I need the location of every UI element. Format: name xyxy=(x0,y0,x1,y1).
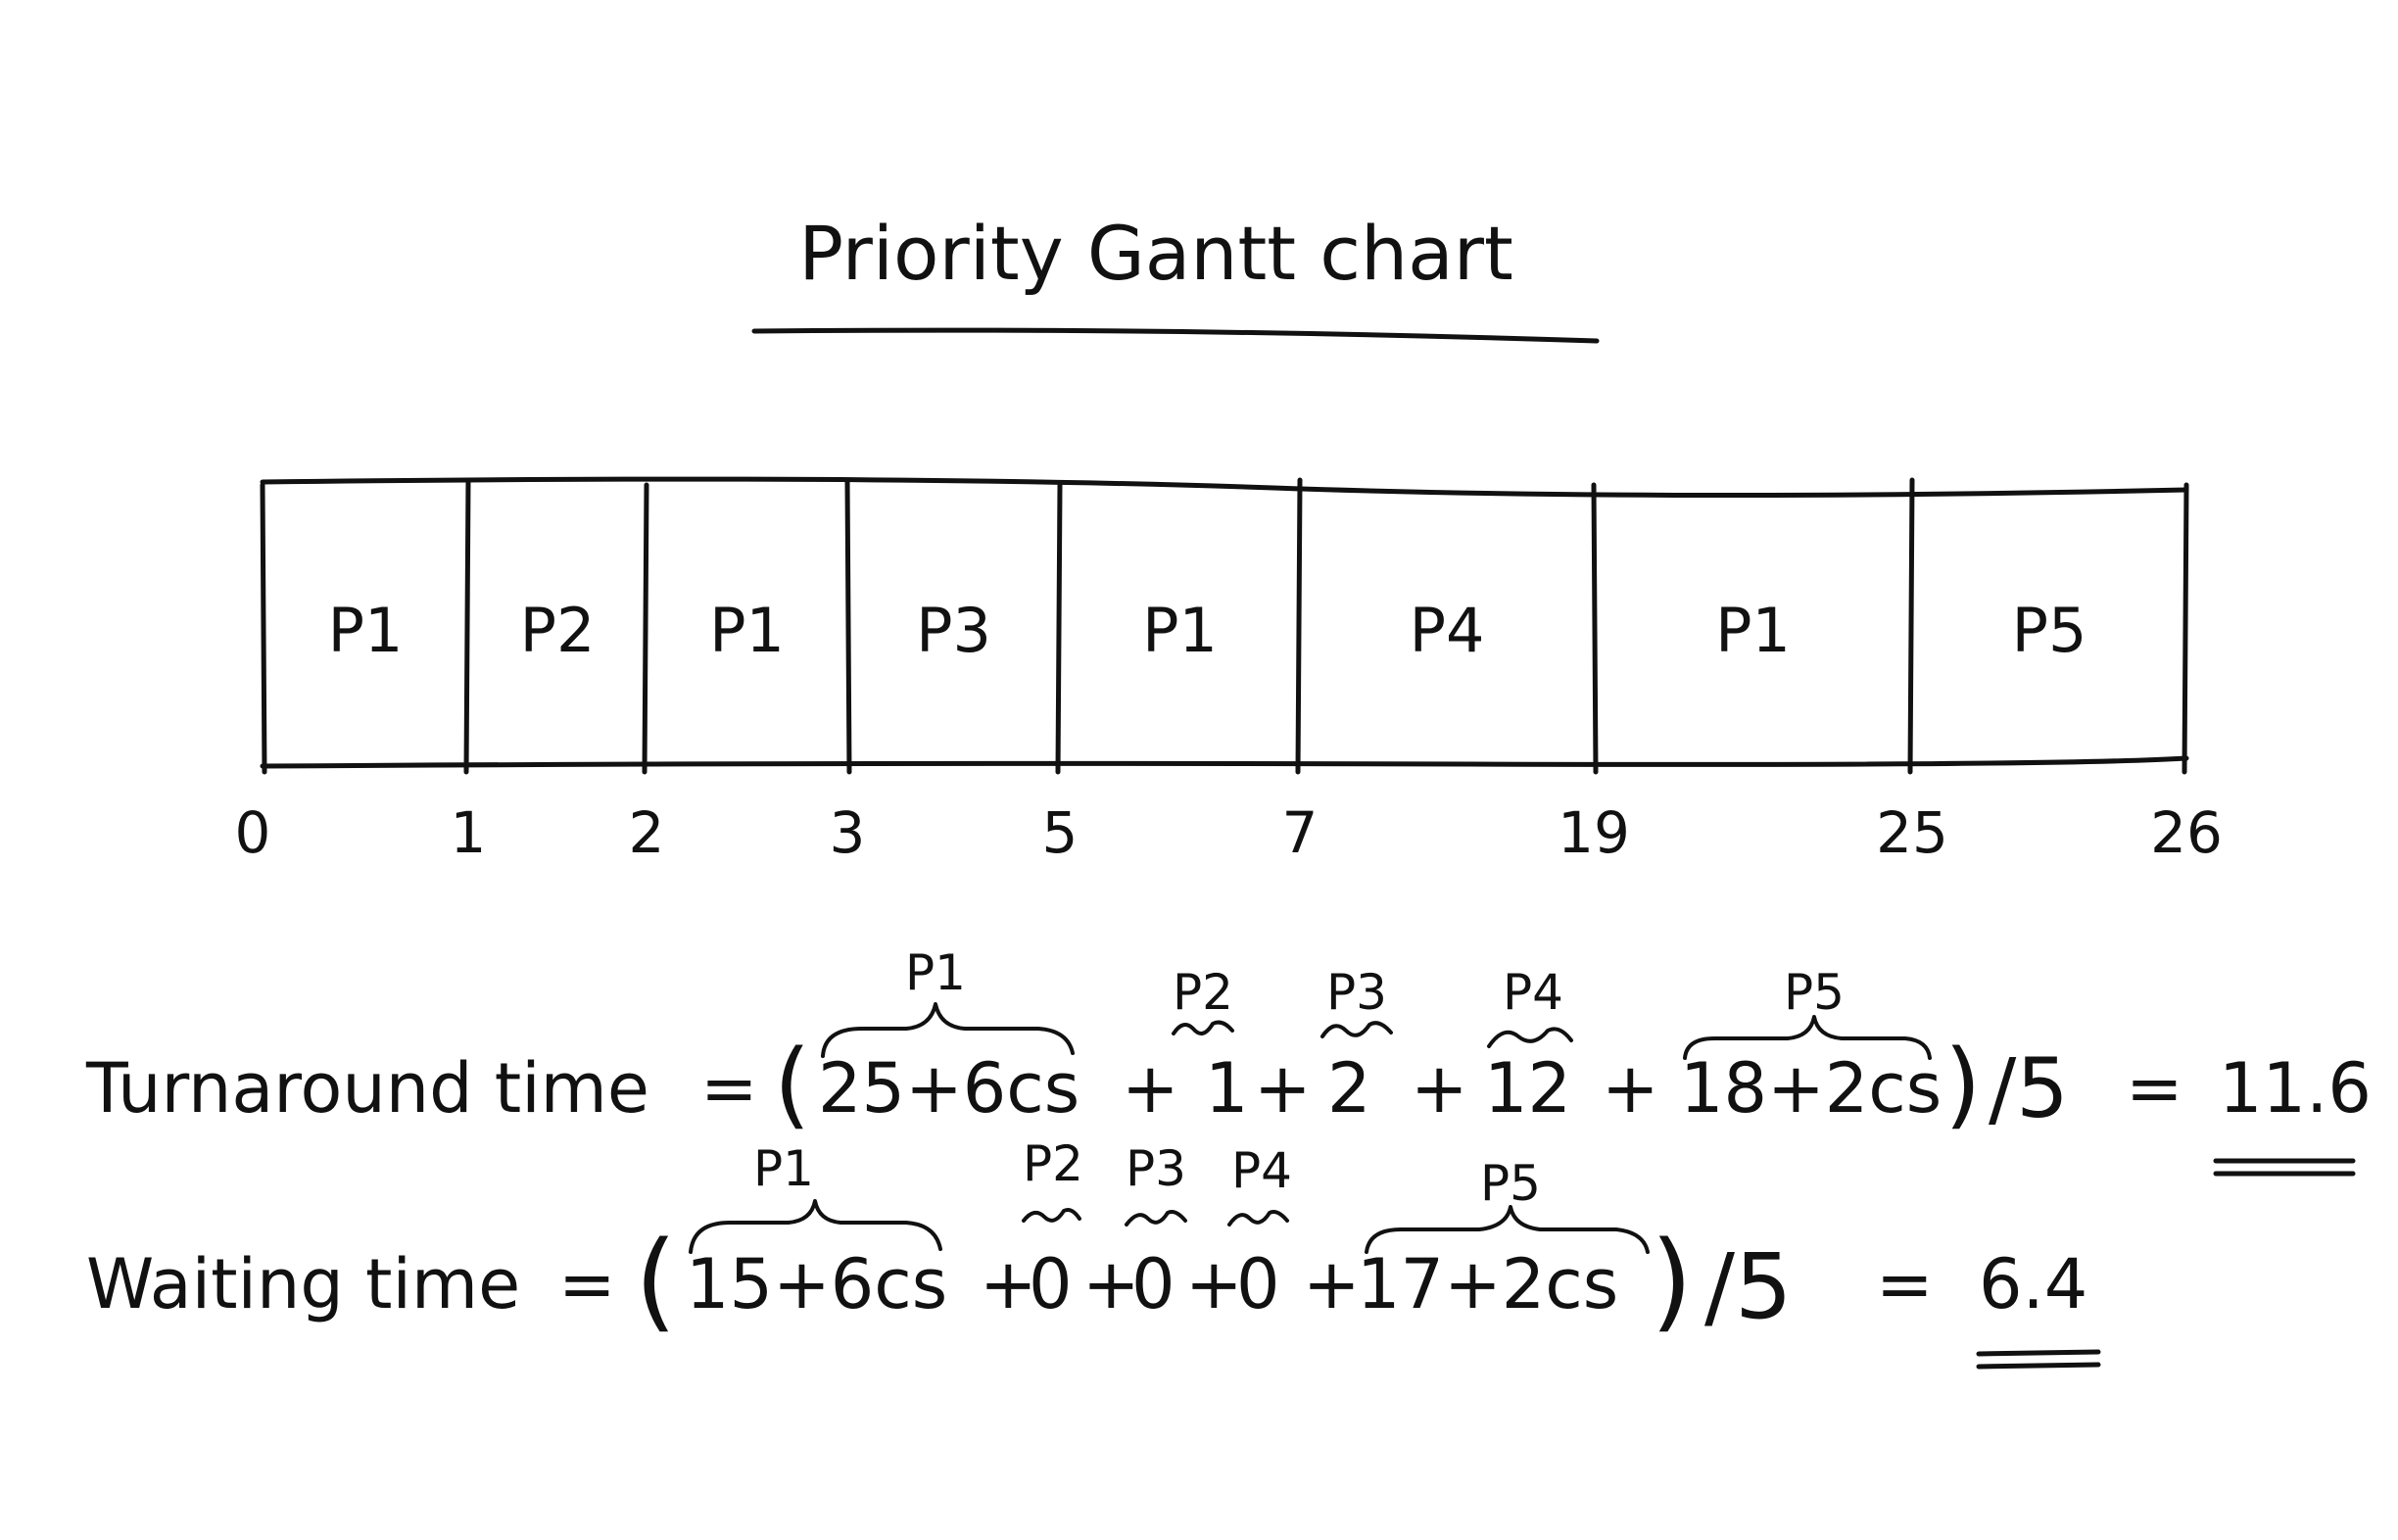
gantt-divider xyxy=(260,482,267,775)
waiting-term-p4: 0 xyxy=(1236,1244,1280,1324)
gantt-divider xyxy=(2182,482,2189,775)
turnaround-label-p2: P2 xyxy=(1173,964,1233,1021)
waiting-term-p5: 17+2cs xyxy=(1357,1244,1618,1324)
turnaround-tilde-p2 xyxy=(1172,1020,1234,1035)
waiting-plus-3: + xyxy=(1185,1244,1243,1324)
gantt-segment-label-p1: P1 xyxy=(1142,595,1218,666)
gantt-divider xyxy=(642,482,649,775)
waiting-close-paren: ) xyxy=(1651,1218,1693,1343)
turnaround-label-p1: P1 xyxy=(905,944,966,1001)
waiting-label-p5: P5 xyxy=(1480,1155,1541,1212)
waiting-label: Waiting time xyxy=(86,1244,520,1324)
gantt-divider xyxy=(844,477,852,775)
waiting-brace-p5 xyxy=(1365,1205,1650,1254)
waiting-equals: = xyxy=(558,1244,616,1324)
turnaround-divide: /5 xyxy=(1989,1040,2069,1136)
gantt-divider xyxy=(1591,482,1599,775)
gantt-tick-label: 3 xyxy=(830,799,866,866)
gantt-bottom-line xyxy=(260,755,2189,769)
waiting-plus-1: + xyxy=(980,1244,1037,1324)
waiting-term-p1: 15+6cs xyxy=(686,1244,947,1324)
title-underline xyxy=(751,327,1600,344)
waiting-label-p4: P4 xyxy=(1231,1142,1292,1199)
gantt-segment-label-p1: P1 xyxy=(328,595,404,666)
turnaround-result-equals: = xyxy=(2126,1048,2183,1129)
waiting-tilde-p4 xyxy=(1227,1210,1289,1227)
gantt-chart: P1 P2 P1 P3 P1 P4 P1 P5 0 1 2 3 5 7 19 25 26 xyxy=(235,476,2223,866)
waiting-label-p1: P1 xyxy=(753,1140,814,1197)
waiting-plus-4: + xyxy=(1303,1244,1361,1324)
gantt-segment-label-p2: P2 xyxy=(520,595,596,666)
page-title: Priority Gantt chart xyxy=(798,210,1513,297)
turnaround-term-p5: 18+2cs xyxy=(1680,1048,1942,1129)
gantt-divider xyxy=(1055,482,1063,775)
waiting-result-underline-1 xyxy=(1976,1349,2101,1357)
turnaround-term-p2: 1 xyxy=(1205,1048,1249,1129)
waiting-open-paren: ( xyxy=(635,1218,677,1343)
turnaround-tilde-p3 xyxy=(1320,1021,1393,1038)
turnaround-close-paren: ) xyxy=(1944,1030,1981,1139)
gantt-divider xyxy=(1907,477,1915,775)
gantt-tick-label: 5 xyxy=(1042,799,1079,866)
turnaround-label-p5: P5 xyxy=(1784,964,1845,1021)
turnaround-term-p1: 25+6cs xyxy=(818,1048,1079,1129)
waiting-term-p2: 0 xyxy=(1029,1244,1073,1324)
turnaround-brace-p5 xyxy=(1683,1015,1932,1060)
gantt-tick-label: 2 xyxy=(629,799,665,866)
waiting-brace-p1 xyxy=(689,1199,942,1254)
gantt-segment-label-p1: P1 xyxy=(709,595,785,666)
turnaround-result: 11.6 xyxy=(2219,1048,2372,1129)
turnaround-label-p3: P3 xyxy=(1326,964,1387,1021)
waiting-label-p3: P3 xyxy=(1126,1140,1186,1197)
gantt-segment-label-p1: P1 xyxy=(1715,595,1791,666)
gantt-segment-label-p5: P5 xyxy=(2012,595,2087,666)
turnaround-tilde-p4 xyxy=(1487,1027,1573,1048)
gantt-tick-label: 19 xyxy=(1558,799,1630,866)
gantt-top-line xyxy=(260,476,2189,499)
waiting-equation: Waiting time = ( 15+6cs + 0 + 0 + 0 + 17… xyxy=(86,1135,2101,1370)
turnaround-plus-2: + xyxy=(1254,1048,1312,1129)
turnaround-equals: = xyxy=(700,1048,758,1129)
turnaround-plus-3: + xyxy=(1411,1048,1468,1129)
turnaround-label: Turnaround time xyxy=(85,1048,649,1129)
waiting-result-equals: = xyxy=(1876,1244,1934,1324)
gantt-tick-label: 25 xyxy=(1876,799,1948,866)
turnaround-plus-1: + xyxy=(1122,1048,1179,1129)
turnaround-brace-p1 xyxy=(821,1002,1075,1058)
turnaround-plus-4: + xyxy=(1602,1048,1659,1129)
waiting-tilde-p2 xyxy=(1022,1208,1081,1223)
gantt-tick-label: 1 xyxy=(451,799,487,866)
waiting-term-p3: 0 xyxy=(1131,1244,1175,1324)
waiting-result-underline-2 xyxy=(1976,1362,2101,1370)
turnaround-label-p4: P4 xyxy=(1503,964,1563,1021)
gantt-segment-label-p4: P4 xyxy=(1410,595,1485,666)
waiting-plus-2: + xyxy=(1082,1244,1140,1324)
gantt-divider xyxy=(463,477,471,775)
turnaround-term-p4: 12 xyxy=(1484,1048,1571,1129)
gantt-tick-label: 26 xyxy=(2150,799,2223,866)
gantt-segment-label-p3: P3 xyxy=(916,595,991,666)
waiting-divide: /5 xyxy=(1704,1234,1793,1339)
waiting-tilde-p3 xyxy=(1125,1210,1187,1227)
gantt-divider xyxy=(1295,477,1303,775)
turnaround-open-paren: ( xyxy=(774,1030,810,1139)
gantt-tick-label: 7 xyxy=(1282,799,1319,866)
turnaround-term-p3: 2 xyxy=(1327,1048,1371,1129)
turnaround-equation: Turnaround time = ( 25+6cs + 1 + 2 + 12 … xyxy=(85,944,2372,1177)
waiting-label-p2: P2 xyxy=(1023,1135,1083,1192)
gantt-tick-label: 0 xyxy=(235,799,271,866)
waiting-result: 6.4 xyxy=(1979,1244,2087,1324)
